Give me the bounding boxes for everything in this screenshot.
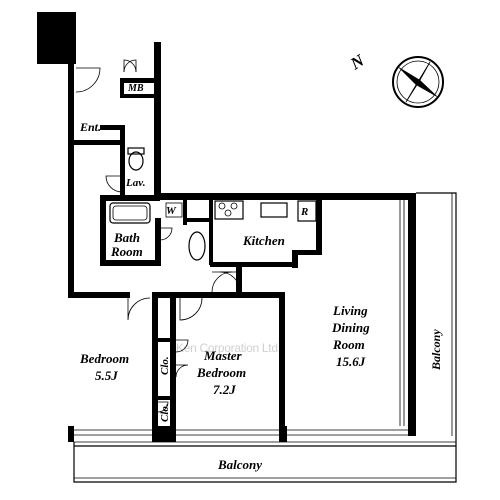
fixtures (109, 147, 317, 261)
entrance-label: Ent. (79, 120, 101, 134)
balconies (73, 192, 457, 483)
stove (214, 200, 244, 220)
living-label-2: Dining (331, 320, 370, 335)
lavatory-label: Lav. (125, 177, 145, 189)
bedroom-label: Bedroom (79, 351, 129, 366)
balcony-south-label: Balcony (217, 457, 262, 472)
living-size: 15.6J (336, 354, 366, 369)
bath-label-1: Bath (113, 230, 140, 245)
living-label-1: Living (332, 303, 368, 318)
watermark: Ken Corporation Ltd. (176, 341, 281, 355)
kitchen-sink (260, 202, 288, 218)
master-label-1: Master (203, 348, 243, 363)
doors (75, 59, 241, 413)
compass-arrow-icon (397, 66, 420, 85)
shaft-block (37, 12, 76, 64)
living-label-3: Room (332, 337, 365, 352)
compass-north-label: N (346, 50, 368, 74)
walls (68, 42, 416, 442)
washbasin (188, 231, 206, 261)
washer-label: W (166, 205, 177, 217)
fridge-space (297, 200, 317, 222)
toilet-tank (127, 147, 145, 155)
balcony-east-label: Balcony (429, 329, 443, 371)
fridge-label: R (300, 206, 308, 218)
master-size: 7.2J (213, 382, 236, 397)
bathtub (109, 202, 151, 224)
closet-label-upper: Clo. (159, 356, 171, 375)
compass (392, 56, 444, 108)
mb-label: MB (127, 83, 144, 94)
windows (74, 200, 408, 436)
closet-label-lower: Clo. (159, 403, 171, 422)
kitchen-label: Kitchen (242, 233, 285, 248)
master-label-2: Bedroom (196, 365, 246, 380)
toilet-bowl (128, 151, 144, 171)
bath-label-2: Room (110, 244, 143, 259)
bedroom-size: 5.5J (95, 368, 118, 383)
